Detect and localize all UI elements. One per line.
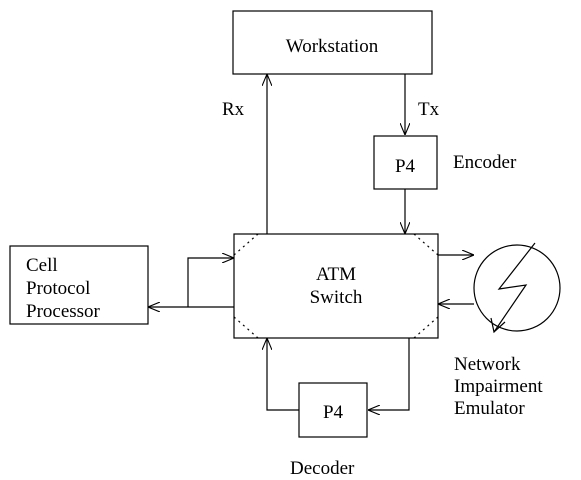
decoder-to-switch-arrow (267, 338, 299, 411)
switch-label: Switch (310, 287, 363, 308)
nie-line1: Network (454, 354, 521, 375)
lightning-bolt-icon (493, 242, 536, 333)
decoder-label: Decoder (290, 458, 355, 479)
network-impairment-emulator (473, 242, 561, 334)
cpp-line1: Cell (26, 255, 58, 276)
decoder-p4-box: P4 (298, 382, 368, 438)
tx-label: Tx (418, 99, 440, 120)
encoder-label: Encoder (453, 152, 517, 173)
atm-label: ATM (316, 264, 356, 285)
cpp-line2: Protocol (26, 278, 90, 299)
cell-protocol-processor-box: Cell Protocol Processor (9, 245, 149, 325)
nie-line3: Emulator (454, 398, 525, 419)
nie-line2: Impairment (454, 376, 543, 397)
switch-to-decoder-arrow (368, 338, 410, 410)
atm-switch-box: ATM Switch (233, 233, 439, 339)
cpp-line3: Processor (26, 301, 101, 322)
rx-label: Rx (222, 99, 245, 120)
decoder-p4-label: P4 (323, 402, 344, 423)
cpp-loop-arrow (187, 258, 234, 307)
workstation-label: Workstation (286, 36, 379, 57)
workstation-box: Workstation (232, 10, 433, 75)
encoder-p4-label: P4 (395, 156, 416, 177)
encoder-p4-box: P4 (373, 135, 438, 190)
